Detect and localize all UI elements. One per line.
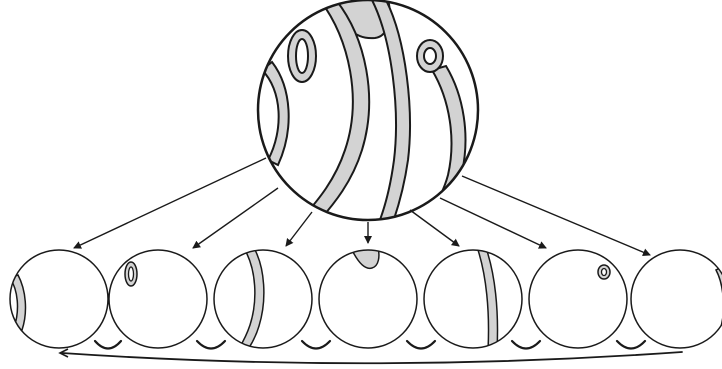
small-sphere-5-outline [424, 250, 522, 348]
main-oval-loop-hole [296, 39, 308, 73]
connector-2 [197, 341, 225, 349]
small-sphere-7 [631, 250, 722, 348]
small-2-oval-loop-hole [129, 267, 134, 281]
small-6-ring-oval-hole [602, 269, 607, 276]
small-sphere-4 [319, 248, 417, 348]
arrows [74, 158, 650, 255]
arrow-5 [410, 210, 459, 246]
connector-1 [95, 341, 121, 349]
small-3-diagonal-band [238, 248, 264, 352]
small-sphere-5 [424, 248, 522, 350]
small-sphere-2 [109, 250, 207, 348]
connector-4 [407, 341, 435, 349]
arrow-2 [193, 188, 278, 248]
connector-5 [512, 341, 540, 349]
small-sphere-6-outline [529, 250, 627, 348]
connector-3 [302, 341, 330, 349]
small-sphere-7-outline [631, 250, 722, 348]
small-sphere-3 [214, 248, 312, 352]
small-5-vertical-band [478, 248, 498, 350]
bottom-arc-connector [62, 352, 682, 363]
main-sphere [258, 0, 478, 225]
arrow-1 [74, 158, 266, 248]
arrow-6 [440, 198, 546, 248]
small-sphere-2-outline [109, 250, 207, 348]
small-sphere-6 [529, 250, 627, 348]
small-sphere-1 [10, 250, 108, 348]
main-ring-oval-hole [424, 48, 436, 64]
arrow-7 [462, 176, 650, 255]
main-right-band [432, 66, 465, 212]
arrow-3 [286, 212, 312, 246]
small-7-right-edge-band [716, 266, 722, 332]
connector-6 [617, 341, 645, 349]
